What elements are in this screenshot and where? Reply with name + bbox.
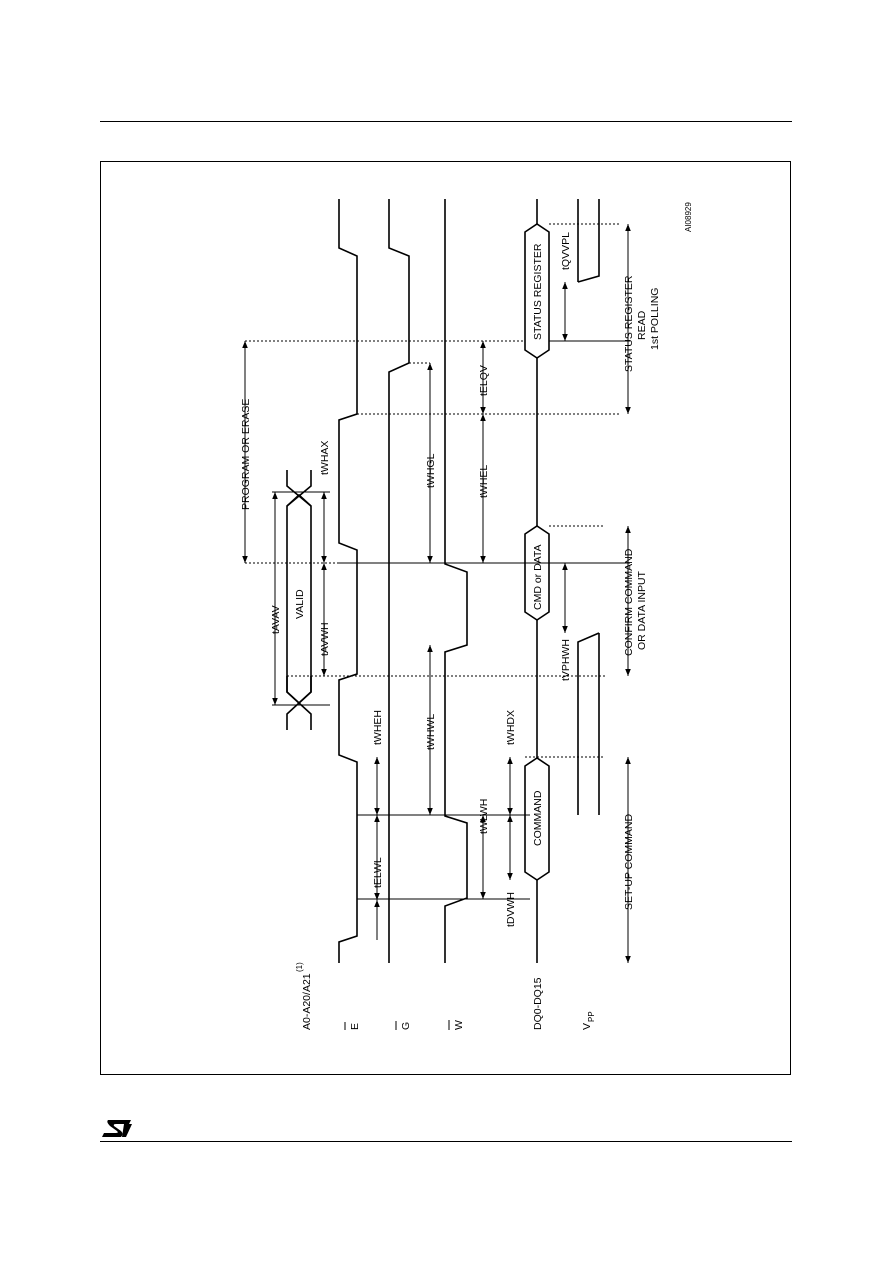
dq-label: DQ0-DQ15 xyxy=(532,977,544,1030)
e-label: E xyxy=(349,1023,361,1030)
address-note: (1) xyxy=(295,962,304,972)
w-label: W xyxy=(453,1020,465,1030)
address-bus-upper-end xyxy=(286,470,312,507)
status-phase-label-3: 1st POLLING xyxy=(649,288,661,350)
confirm-label-2: OR DATA INPUT xyxy=(636,570,648,650)
command-label: COMMAND xyxy=(532,790,544,846)
confirm-label-1: CONFIRM COMMAND xyxy=(623,548,635,656)
setup-command-label: SET-UP COMMAND xyxy=(623,814,635,910)
vpp-waveform-fall xyxy=(577,199,600,283)
address-label: A0-A20/A21 xyxy=(301,973,313,1030)
twhwl-label: tWHWL xyxy=(425,714,437,750)
e-waveform xyxy=(338,199,358,963)
twhdx-label: tWHDX xyxy=(505,710,517,745)
twlwh-label: tWLWH xyxy=(478,799,490,834)
tqvvpl-label: tQVVPL xyxy=(560,232,572,270)
status-register-box-label: STATUS REGISTER xyxy=(532,243,544,340)
vpp-sub: PP xyxy=(587,1011,596,1022)
vpp-label: V xyxy=(581,1023,593,1030)
telwl-label: tELWL xyxy=(372,857,384,888)
tvphwh-label: tVPHWH xyxy=(560,639,572,681)
program-erase-label: PROGRAM OR ERASE xyxy=(240,399,252,510)
g-waveform xyxy=(388,199,410,963)
diagram-frame xyxy=(100,161,791,1075)
bottom-rule xyxy=(100,1141,792,1142)
cmd-data-label: CMD or DATA xyxy=(532,544,544,610)
twhgl-label: tWHGL xyxy=(425,453,437,488)
w-waveform xyxy=(444,199,468,963)
twheh-label: tWHEH xyxy=(372,710,384,745)
twhel-label: tWHEL xyxy=(478,465,490,498)
tavwh-label: tAVWH xyxy=(319,622,331,656)
tdvwh-label: tDVWH xyxy=(505,892,517,927)
g-label: G xyxy=(400,1022,412,1030)
st-logo xyxy=(102,1120,132,1137)
valid-label: VALID xyxy=(294,589,306,619)
vpp-waveform-low xyxy=(577,632,600,815)
twhax-label: tWHAX xyxy=(319,441,331,475)
address-bus-lower-end xyxy=(286,470,312,507)
tavav-label: tAVAV xyxy=(270,605,282,634)
status-phase-label-2: READ xyxy=(636,310,648,340)
status-phase-label-1: STATUS REGISTER xyxy=(623,275,635,372)
top-rule xyxy=(100,121,792,122)
figure-code: AI08929 xyxy=(684,202,693,232)
telqv-label: tELQV xyxy=(478,365,490,396)
